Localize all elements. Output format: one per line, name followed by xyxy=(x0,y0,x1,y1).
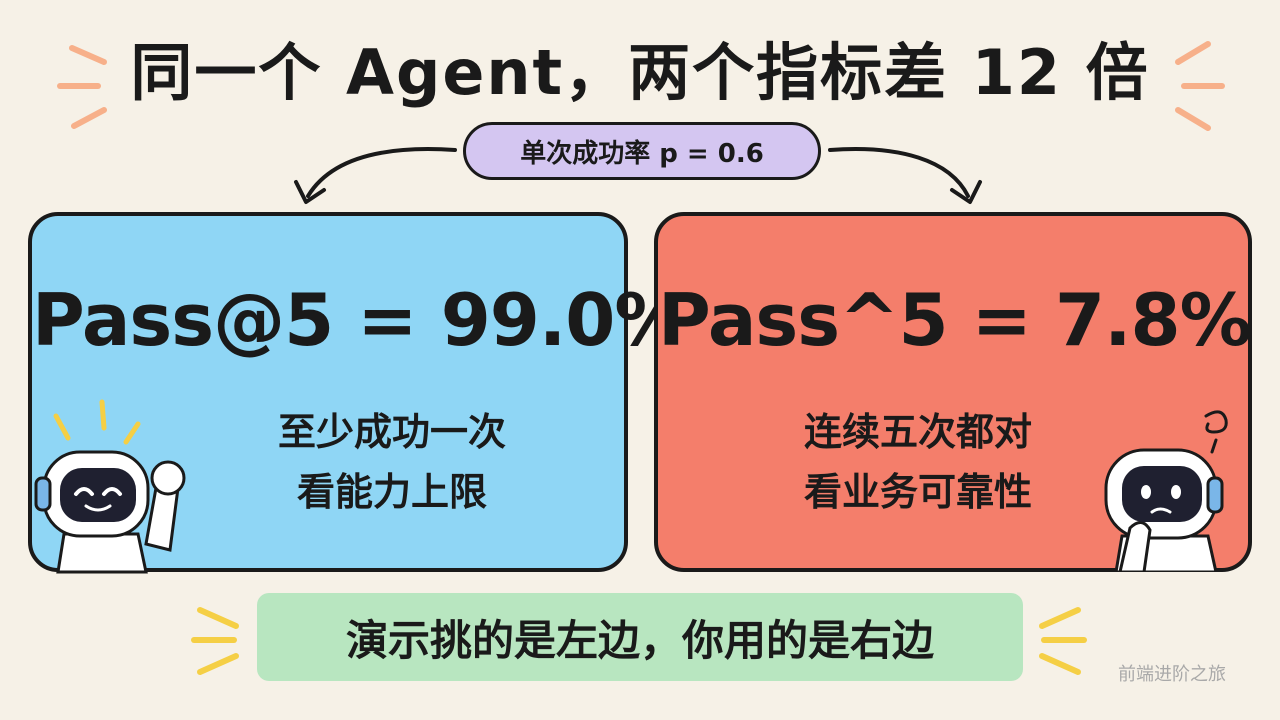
right-arrow-icon xyxy=(828,147,970,198)
pass-at-5-description: 至少成功一次 看能力上限 xyxy=(182,402,602,522)
bottom-sparkle-right-icon xyxy=(1039,607,1087,675)
title-sparkle-right-icon xyxy=(1175,41,1225,131)
pass-power-5-metric: Pass^5 = 7.8% xyxy=(658,278,1252,362)
pass-power-5-card: Pass^5 = 7.8% 连续五次都对 看业务可靠性 xyxy=(654,212,1252,572)
pass-at-5-card: Pass@5 = 99.0% 至少成功一次 看能力上限 xyxy=(28,212,686,574)
confused-robot-icon xyxy=(1104,410,1228,572)
pass-power-5-line2: 看业务可靠性 xyxy=(803,470,1032,514)
left-arrow-icon xyxy=(306,147,457,198)
bottom-sparkle-left-icon xyxy=(191,607,239,675)
title-sparkle-left-icon xyxy=(57,45,107,129)
pass-at-5-metric: Pass@5 = 99.0% xyxy=(32,278,686,362)
page-title: 同一个 Agent，两个指标差 12 倍 xyxy=(130,36,1150,109)
bottom-note: 演示挑的是左边，你用的是右边 xyxy=(257,593,1023,681)
pass-at-5-line1: 至少成功一次 xyxy=(277,410,506,454)
right-arrowhead-icon xyxy=(950,180,982,204)
happy-robot-icon xyxy=(34,399,186,574)
pass-at-5-line2: 看能力上限 xyxy=(296,470,487,514)
watermark: 前端进阶之旅 xyxy=(1118,664,1226,685)
pass-power-5-line1: 连续五次都对 xyxy=(803,410,1032,454)
left-arrowhead-icon xyxy=(294,180,326,204)
probability-tag: 单次成功率 p = 0.6 xyxy=(463,122,821,180)
pass-power-5-description: 连续五次都对 看业务可靠性 xyxy=(708,402,1128,522)
